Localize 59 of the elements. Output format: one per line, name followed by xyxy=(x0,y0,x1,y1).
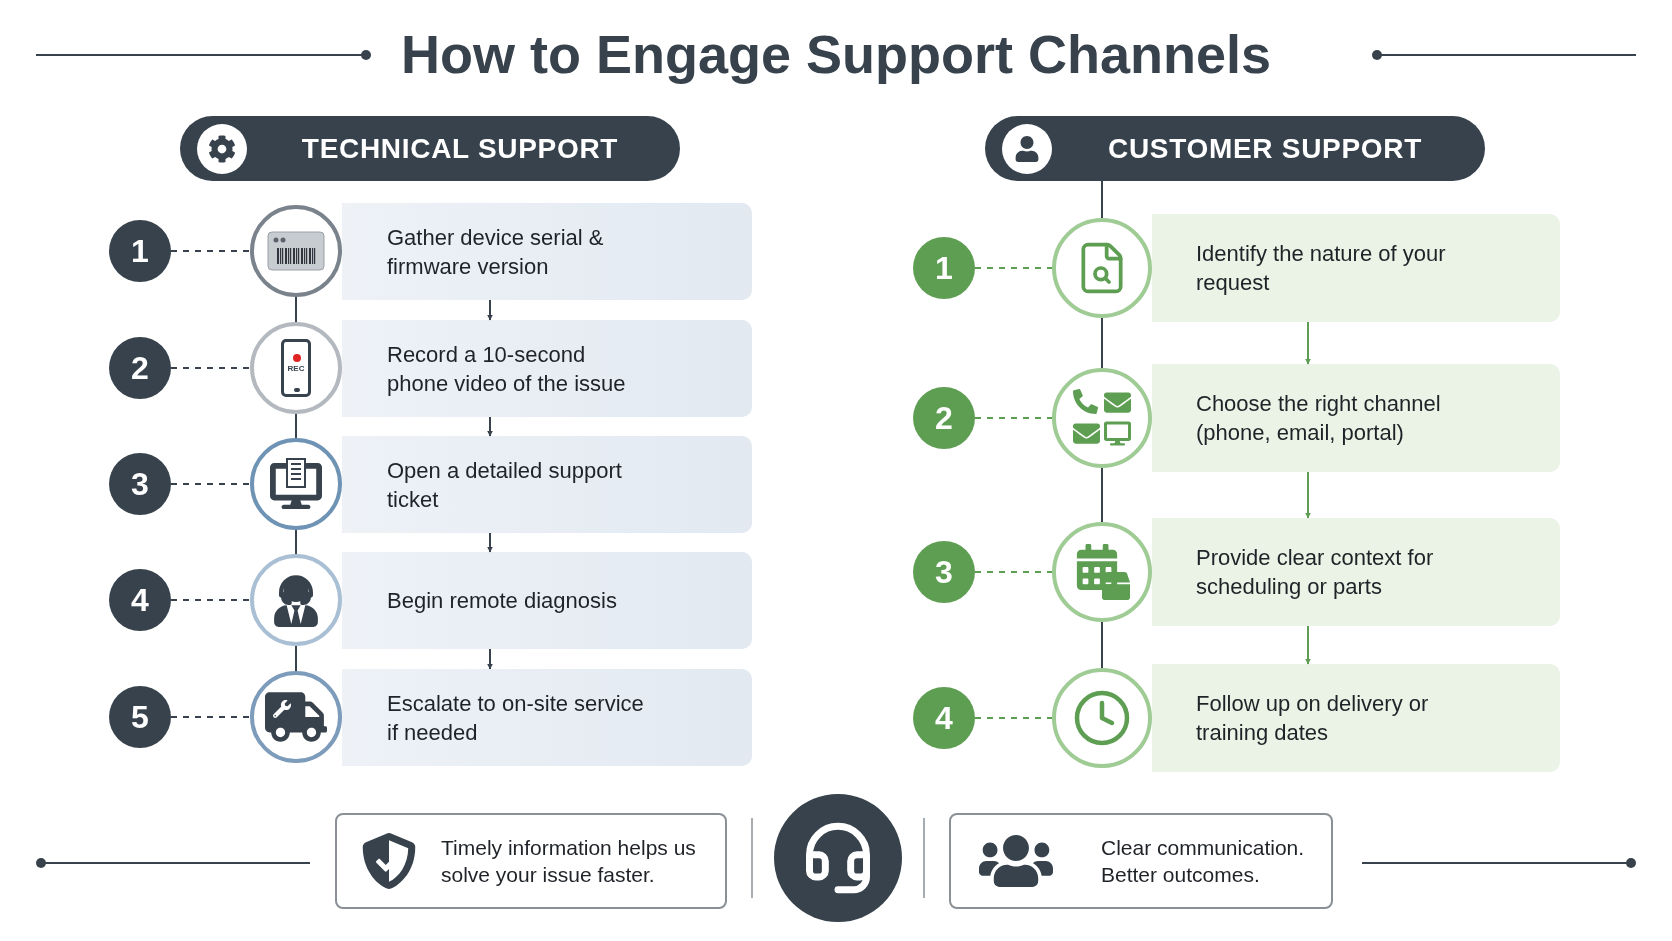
step-number-badge: 3 xyxy=(913,541,975,603)
step-text: Open a detailed support ticket xyxy=(387,456,623,514)
step-card xyxy=(342,203,752,300)
connector-line xyxy=(295,529,297,555)
note-text: Timely information helps us solve your issue faster. xyxy=(441,835,697,888)
arrow xyxy=(1305,321,1311,365)
step-number-badge: 4 xyxy=(913,687,975,749)
step-card xyxy=(342,552,752,649)
step-text: Escalate to on-site service if needed xyxy=(387,689,645,747)
step-card xyxy=(1152,518,1560,626)
rec-label: REC xyxy=(286,365,306,373)
connector-line xyxy=(974,571,1053,573)
arrow xyxy=(1305,471,1311,519)
connector-line xyxy=(295,296,297,323)
step-card xyxy=(1152,664,1560,772)
step-text: Follow up on delivery or training dates xyxy=(1196,690,1430,747)
section-heading: TECHNICAL SUPPORT xyxy=(301,132,619,164)
step-number-badge: 3 xyxy=(109,453,171,515)
step-number-badge: 5 xyxy=(109,686,171,748)
step-number-badge: 1 xyxy=(109,220,171,282)
step-card xyxy=(342,320,752,417)
section-heading: CUSTOMER SUPPORT xyxy=(1107,132,1422,164)
step-card xyxy=(1152,364,1560,472)
connector-line xyxy=(1101,621,1103,669)
connector-line xyxy=(170,250,251,252)
connector-line xyxy=(1101,317,1103,369)
step-text: Choose the right channel (phone, email, portal) xyxy=(1196,390,1442,447)
arrow xyxy=(487,299,493,321)
step-number-badge: 4 xyxy=(109,569,171,631)
connector-line xyxy=(295,413,297,439)
note-card xyxy=(335,813,727,909)
step-text: Record a 10-second phone video of the issue xyxy=(387,340,627,398)
step-text: Begin remote diagnosis xyxy=(387,587,617,615)
connector-line xyxy=(170,716,251,718)
connector-line xyxy=(170,483,251,485)
step-text: Identify the nature of your request xyxy=(1196,240,1446,297)
connector-line xyxy=(170,599,251,601)
step-card xyxy=(1152,214,1560,322)
connector-line xyxy=(1101,180,1103,219)
step-number-badge: 2 xyxy=(109,337,171,399)
connector-line xyxy=(974,417,1053,419)
step-card xyxy=(342,669,752,766)
connector-line xyxy=(974,717,1053,719)
step-number-badge: 2 xyxy=(913,387,975,449)
step-text: Gather device serial & firmware version xyxy=(387,223,605,281)
arrow xyxy=(1305,625,1311,665)
connector-line xyxy=(974,267,1053,269)
diagram-title: How to Engage Support Channels xyxy=(400,23,1272,86)
connector-line xyxy=(1101,467,1103,523)
step-number-badge: 1 xyxy=(913,237,975,299)
arrow xyxy=(487,532,493,553)
step-text: Provide clear context for scheduling or parts xyxy=(1196,544,1435,601)
note-card xyxy=(949,813,1333,909)
arrow xyxy=(487,648,493,670)
arrow xyxy=(487,416,493,437)
connector-line xyxy=(295,645,297,672)
step-card xyxy=(342,436,752,533)
connector-line xyxy=(170,367,251,369)
note-text: Clear communication. Better outcomes. xyxy=(1101,835,1306,888)
